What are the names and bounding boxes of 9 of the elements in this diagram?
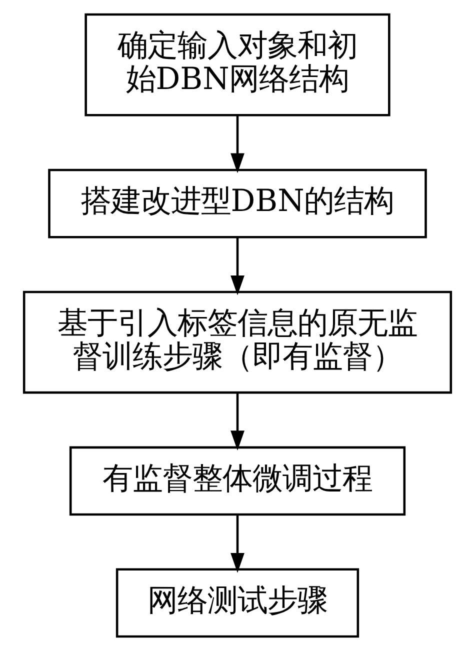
node-box: 确定输入对象和初始DBN网络结构 [84,13,390,116]
node-box: 网络测试步骤 [115,568,359,638]
arrow [230,514,244,573]
arrow [230,237,244,296]
node-box: 基于引入标签信息的原无监督训练步骤（即有监督） [22,290,452,394]
arrow [230,392,244,451]
node-box: 搭建改进型DBN的结构 [48,168,426,238]
node-box: 有监督整体微调过程 [68,446,406,516]
arrow [230,115,244,174]
